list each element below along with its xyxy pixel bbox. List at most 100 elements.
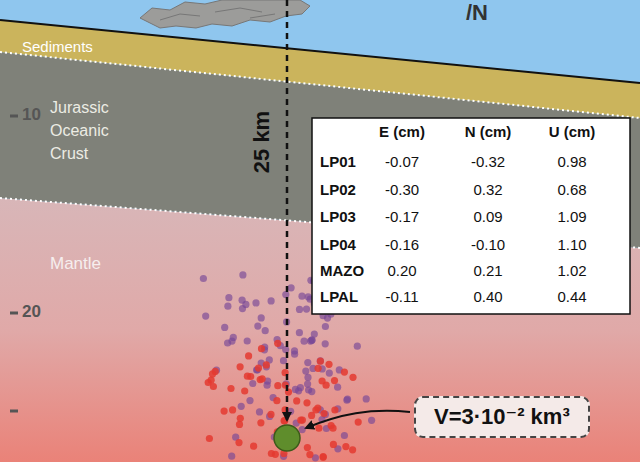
station-name: LPAL bbox=[320, 288, 358, 305]
hypocenter-dot bbox=[343, 397, 350, 404]
hypocenter-dot bbox=[322, 340, 329, 347]
hypocenter-dot bbox=[320, 454, 327, 461]
table-cell: 1.09 bbox=[557, 208, 586, 225]
hypocenter-dot bbox=[304, 359, 311, 366]
depth-tick: 10 bbox=[22, 105, 41, 125]
hypocenter-dot bbox=[259, 375, 266, 382]
hypocenter-dot bbox=[296, 329, 303, 336]
hypocenter-dot bbox=[246, 397, 253, 404]
table-cell: 0.40 bbox=[473, 288, 502, 305]
north-label: /N bbox=[466, 0, 488, 26]
hypocenter-dot bbox=[334, 384, 341, 391]
table-cell: 1.02 bbox=[557, 262, 586, 279]
hypocenter-dot bbox=[317, 357, 324, 364]
depth-label: 25 km bbox=[249, 111, 275, 173]
hypocenter-dot bbox=[258, 314, 265, 321]
hypocenter-dot bbox=[249, 380, 256, 387]
table-cell: 0.20 bbox=[387, 262, 416, 279]
table-header: E (cm) bbox=[379, 123, 425, 140]
hypocenter-dot bbox=[239, 297, 246, 304]
hypocenter-dot bbox=[293, 397, 300, 404]
station-name: MAZO bbox=[320, 262, 364, 279]
hypocenter-dot bbox=[306, 451, 313, 458]
rock-texture bbox=[160, 8, 275, 20]
hypocenter-dot bbox=[326, 370, 333, 377]
hypocenter-dot bbox=[320, 453, 327, 460]
table-cell: 0.44 bbox=[557, 288, 586, 305]
hypocenter-dot bbox=[331, 377, 338, 384]
hypocenter-dot bbox=[221, 324, 228, 331]
layer-band: Mantle bbox=[50, 254, 101, 274]
hypocenter-dot bbox=[302, 368, 309, 375]
callout-box: V=3·10⁻² km³ bbox=[414, 396, 590, 438]
hypocenter-dot bbox=[320, 410, 327, 417]
hypocenter-dot bbox=[303, 399, 310, 406]
layer-band: Sediments bbox=[22, 38, 93, 55]
hypocenter-dot bbox=[245, 352, 252, 359]
hypocenter-dot bbox=[322, 323, 329, 330]
hypocenter-dot bbox=[354, 343, 361, 350]
layer-label: Mantle bbox=[50, 254, 101, 274]
hypocenter-dot bbox=[307, 338, 314, 345]
hypocenter-dot bbox=[230, 334, 237, 341]
hypocenter-dot bbox=[328, 422, 335, 429]
hypocenter-dot bbox=[225, 294, 232, 301]
layer-label: Jurassic Oceanic Crust bbox=[50, 96, 146, 165]
hypocenter-dot bbox=[299, 426, 306, 433]
hypocenter-dot bbox=[202, 313, 209, 320]
table-cell: -0.11 bbox=[385, 288, 418, 305]
hypocenter-dot bbox=[298, 293, 305, 300]
table-header: U (cm) bbox=[549, 123, 596, 140]
hypocenter-dot bbox=[355, 419, 362, 426]
hypocenter-dot bbox=[325, 361, 332, 368]
hypocenter-dot bbox=[304, 444, 311, 451]
seafloor-line bbox=[0, 20, 640, 83]
hypocenter-dot bbox=[238, 403, 245, 410]
hypocenter-dot bbox=[324, 315, 331, 322]
hypocenter-dot bbox=[228, 453, 235, 460]
hypocenter-dot bbox=[341, 369, 348, 376]
hypocenter-dot bbox=[254, 323, 261, 330]
table-cell: -0.16 bbox=[385, 236, 419, 253]
hypocenter-dot bbox=[273, 397, 280, 404]
hypocenter-dot bbox=[292, 386, 299, 393]
tick-mark bbox=[10, 115, 18, 118]
hypocenter-dot bbox=[297, 417, 304, 424]
hypocenter-dot bbox=[235, 439, 242, 446]
hypocenter-dot bbox=[256, 408, 263, 415]
hypocenter-dot bbox=[264, 382, 271, 389]
hypocenter-dot bbox=[296, 306, 303, 313]
table-cell: 0.21 bbox=[473, 262, 502, 279]
hypocenter-dot bbox=[315, 365, 322, 372]
hypocenter-dot bbox=[331, 406, 338, 413]
hypocenter-dot bbox=[301, 338, 308, 345]
hypocenter-dot bbox=[368, 417, 375, 424]
hypocenter-dot bbox=[317, 358, 324, 365]
table-cell: -0.17 bbox=[385, 208, 419, 225]
station-name: LP01 bbox=[320, 153, 356, 170]
table-cell: -0.07 bbox=[385, 153, 419, 170]
hypocenter-dot bbox=[268, 450, 275, 457]
table-cell: -0.30 bbox=[385, 181, 419, 198]
hypocenter-dot bbox=[344, 396, 351, 403]
hypocenter-dot bbox=[250, 443, 257, 450]
hypocenter-dot bbox=[229, 406, 236, 413]
station-name: LP03 bbox=[320, 208, 356, 225]
hypocenter-dot bbox=[224, 303, 231, 310]
table-box bbox=[312, 118, 630, 314]
hypocenter-dot bbox=[241, 387, 248, 394]
tick-mark bbox=[10, 312, 18, 315]
hypocenter-dot bbox=[308, 388, 315, 395]
hypocenter-dot bbox=[200, 275, 207, 282]
hypocenter-dot bbox=[305, 293, 312, 300]
hypocenter-dot bbox=[205, 379, 212, 386]
hypocenter-dot bbox=[330, 441, 337, 448]
hypocenter-dot bbox=[258, 345, 265, 352]
hypocenter-dot bbox=[267, 411, 274, 418]
hypocenter-dot bbox=[288, 284, 295, 291]
hypocenter-dot bbox=[244, 337, 251, 344]
hypocenter-dot bbox=[312, 406, 319, 413]
hypocenter-dot bbox=[224, 339, 231, 346]
table-cell: 0.32 bbox=[473, 181, 502, 198]
